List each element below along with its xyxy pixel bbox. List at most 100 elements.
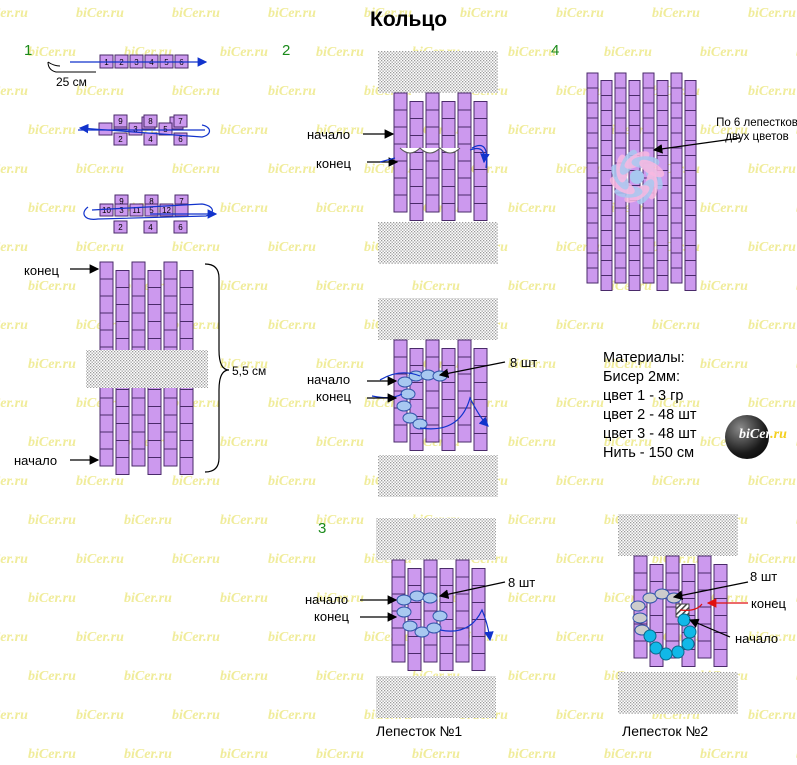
- petal2-end-label: конец: [751, 596, 786, 611]
- bead: [409, 186, 424, 204]
- bead: [409, 203, 424, 221]
- bead-number: 11: [132, 206, 141, 215]
- petal-bead: [409, 590, 425, 602]
- bead: [628, 95, 641, 111]
- bead: [697, 606, 712, 625]
- bead: [441, 382, 456, 400]
- bead: [684, 125, 697, 141]
- petal1-caption: Лепесток №1: [376, 723, 463, 739]
- bead: [99, 261, 114, 280]
- bead: [600, 215, 613, 231]
- petal-bead: [396, 594, 412, 606]
- bead: [586, 207, 599, 224]
- bead: [163, 295, 178, 314]
- bead: [179, 406, 194, 424]
- bead: [423, 576, 438, 595]
- bead: [642, 132, 655, 149]
- bead: [99, 431, 114, 450]
- bead: [656, 95, 669, 111]
- bead: [586, 222, 599, 239]
- bead: [614, 87, 627, 104]
- bead: [713, 564, 728, 582]
- bead: [684, 215, 697, 231]
- bead: [457, 109, 472, 128]
- bead: [473, 101, 488, 119]
- bead: [600, 170, 613, 186]
- logo-ball: [725, 415, 769, 459]
- bead: [697, 555, 712, 574]
- bead: [455, 593, 470, 612]
- bead: [656, 80, 669, 96]
- bead: [670, 192, 683, 209]
- bead: [642, 207, 655, 224]
- thread-arrow: [78, 123, 211, 138]
- bead: [473, 416, 488, 434]
- bead: [441, 399, 456, 417]
- bead: [670, 207, 683, 224]
- step-number-2: 2: [282, 42, 291, 59]
- bead: [179, 270, 194, 288]
- bead: [425, 194, 440, 213]
- bead: [441, 348, 456, 366]
- site-logo: biCer.ru: [725, 415, 787, 459]
- bead: [600, 275, 613, 291]
- bead: [665, 555, 680, 574]
- bead: [642, 267, 655, 284]
- bead: [425, 339, 440, 358]
- step-number-4: 4: [551, 42, 560, 59]
- petal1-end-label: конец: [314, 609, 349, 624]
- petal2-count-label: 8 шт: [750, 569, 778, 584]
- bead: [628, 275, 641, 291]
- petal2-caption: Лепесток №2: [622, 723, 709, 739]
- bead: [409, 433, 424, 451]
- thread-line: [679, 603, 703, 611]
- bead: [586, 132, 599, 149]
- bead-number: 12: [162, 206, 171, 215]
- bead: [441, 118, 456, 136]
- step-number-3: 3: [318, 520, 327, 537]
- bead: [614, 132, 627, 149]
- height-label: 5,5 см: [232, 364, 267, 378]
- bead: [115, 389, 130, 407]
- step2-count-label: 8 шт: [510, 355, 538, 370]
- petal-bead: [396, 400, 412, 412]
- bead: [670, 267, 683, 284]
- bead: [113, 220, 128, 234]
- bead: [99, 448, 114, 467]
- bead: [600, 125, 613, 141]
- materials-color3: цвет 3 - 48 шт: [603, 426, 697, 442]
- count-arrow: [672, 581, 749, 601]
- bead: [665, 623, 680, 642]
- petal-bead: [432, 370, 448, 382]
- bead: [174, 203, 189, 217]
- thread-arrow: [469, 147, 490, 164]
- bead: [614, 222, 627, 239]
- bead: [473, 118, 488, 136]
- bead: [99, 278, 114, 297]
- materials-color1: цвет 1 - 3 гр: [603, 388, 684, 404]
- bead: [457, 177, 472, 196]
- bead: [628, 110, 641, 126]
- step-number-1: 1: [24, 42, 33, 59]
- cyan-bead: [681, 637, 695, 651]
- bead: [471, 568, 486, 586]
- bead: [473, 169, 488, 187]
- bead: [586, 177, 599, 194]
- bead: [147, 423, 162, 441]
- grey-band: [378, 51, 498, 93]
- bead: [439, 568, 454, 586]
- bead: [131, 414, 146, 433]
- bead: [115, 423, 130, 441]
- height-brace: [204, 263, 230, 473]
- bead: [425, 126, 440, 145]
- bead: [684, 95, 697, 111]
- bead: [684, 230, 697, 246]
- bead: [600, 200, 613, 216]
- bead: [393, 339, 408, 358]
- bead: [642, 252, 655, 269]
- bead: [670, 162, 683, 179]
- bead-number: 6: [178, 223, 183, 232]
- bead: [600, 155, 613, 171]
- bead: [131, 278, 146, 297]
- bead: [628, 80, 641, 96]
